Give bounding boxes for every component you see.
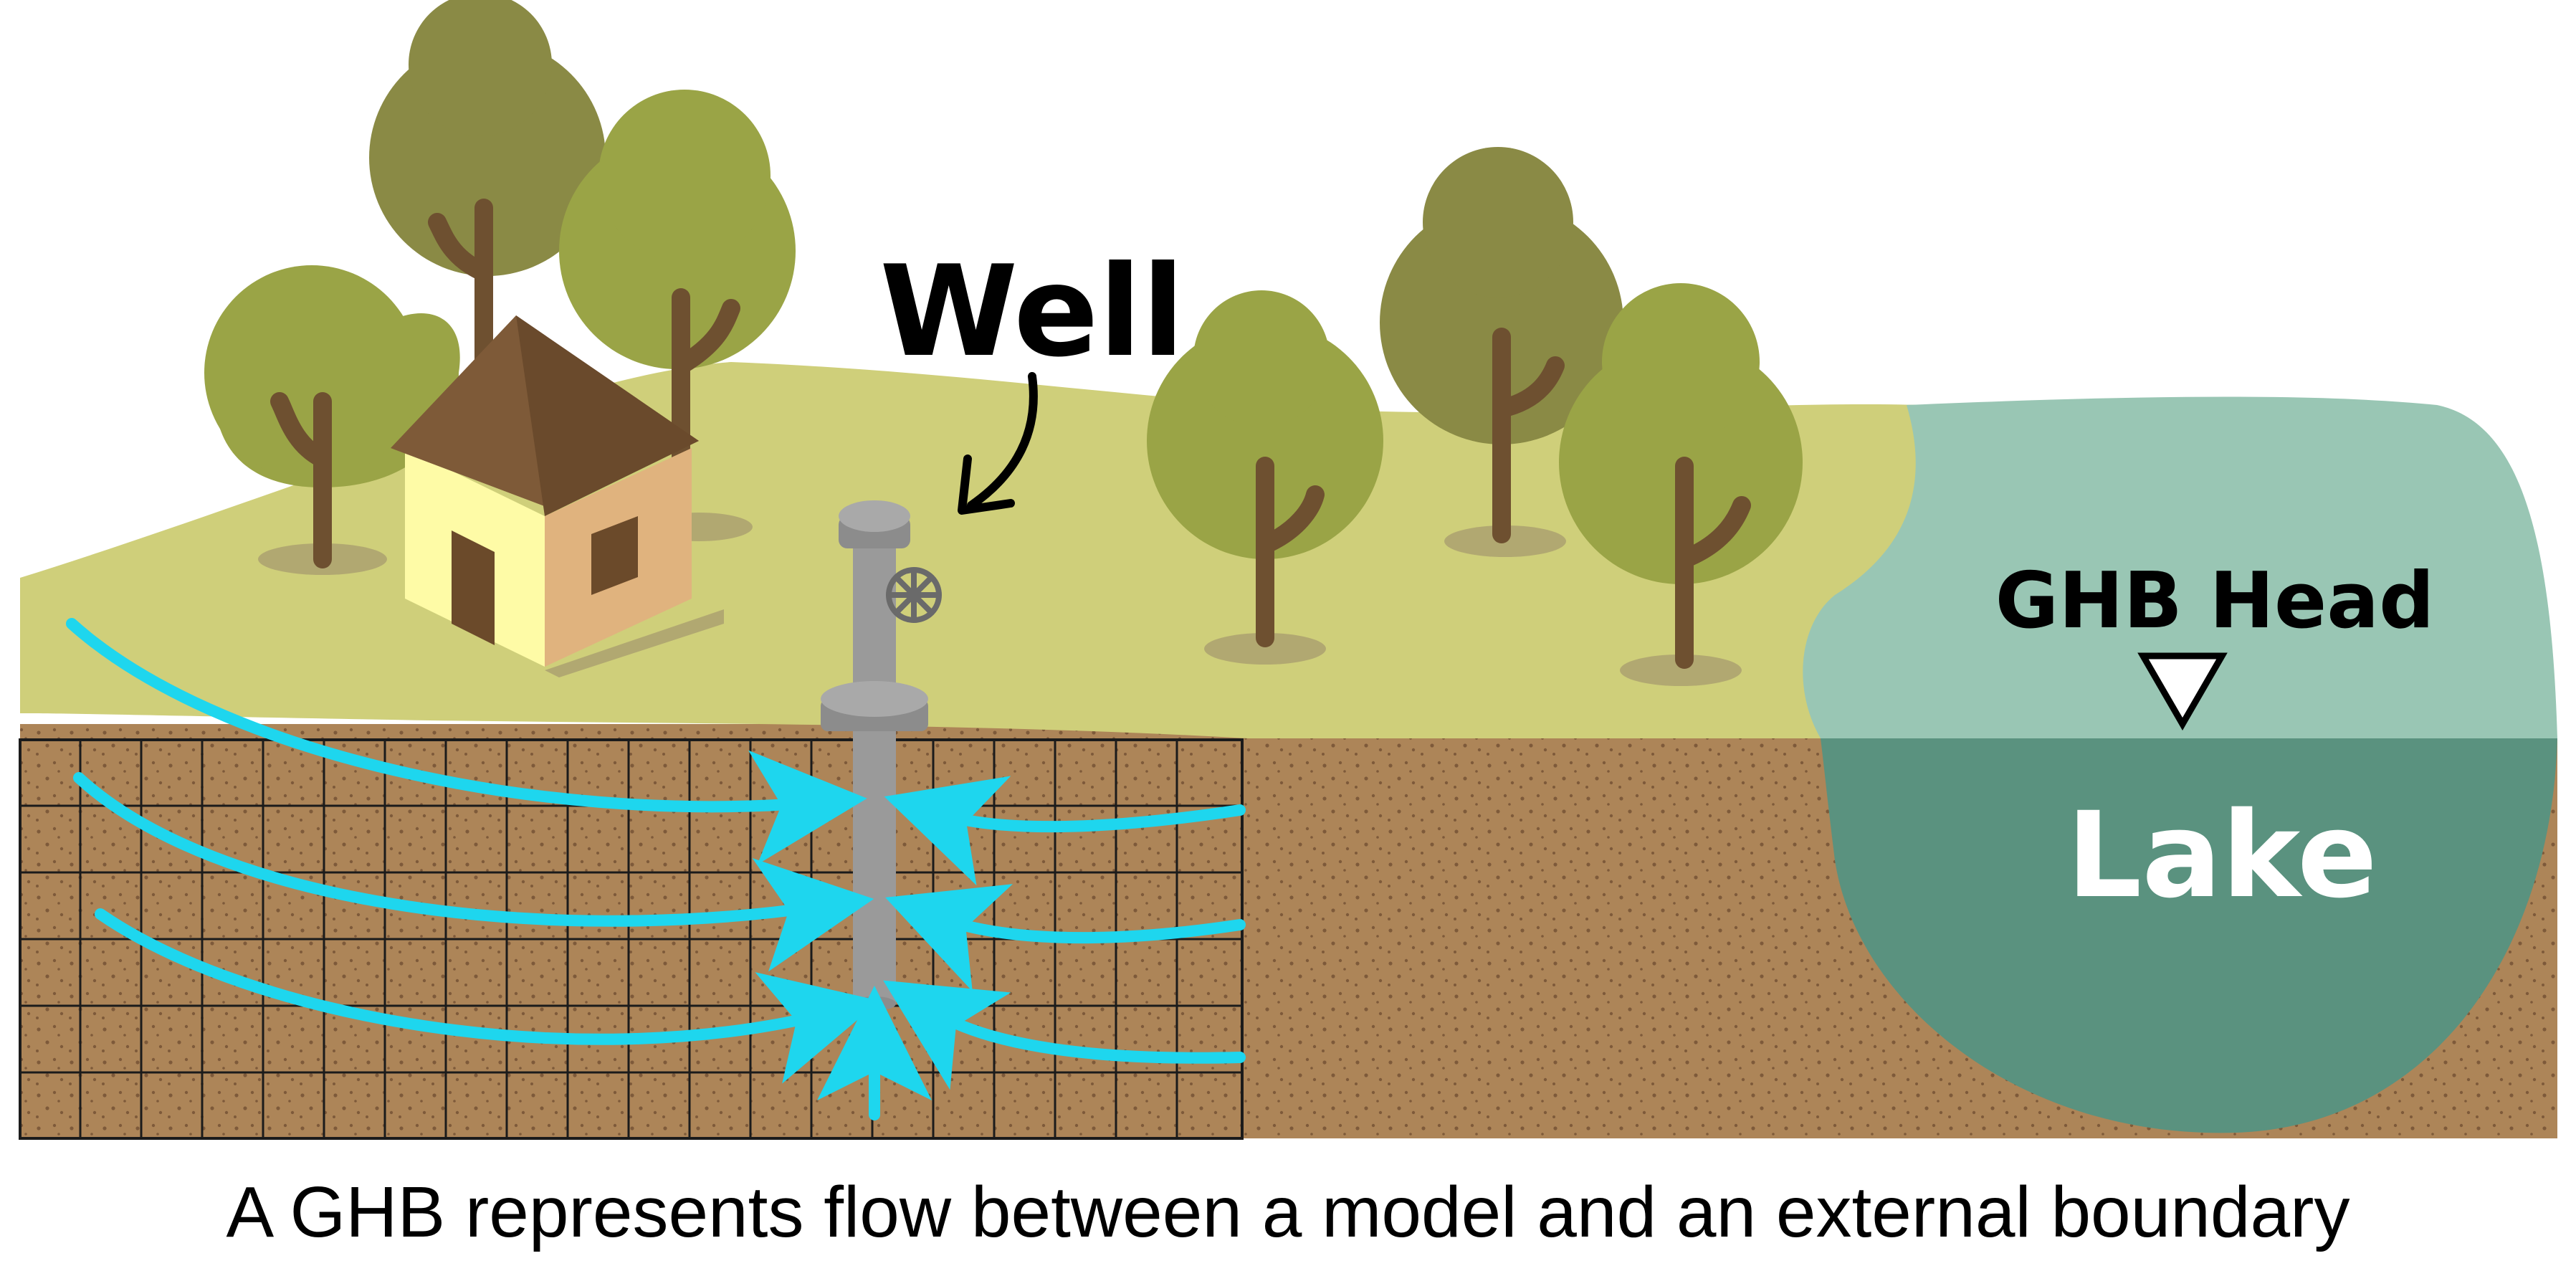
diagram-caption: A GHB represents flow between a model an…	[226, 1172, 2350, 1252]
lake-lower-water	[1821, 738, 2557, 1133]
flow-arrows	[66, 618, 1246, 1120]
lake-label: Lake	[2066, 786, 2377, 924]
flow-arrow-icon	[95, 908, 880, 1084]
tree-icon	[559, 90, 796, 541]
house-door	[452, 530, 495, 645]
tree-icon	[1380, 147, 1623, 557]
well-callout: Well	[879, 239, 1185, 515]
flow-arrow-icon	[885, 884, 1246, 991]
flow-arrow-icon	[884, 776, 1246, 886]
lake-upper-water	[1803, 396, 2557, 738]
tree-icon	[369, 0, 606, 382]
well-label: Well	[879, 239, 1184, 385]
house-window	[591, 516, 638, 595]
ghb-head-label: GHB Head	[1995, 556, 2435, 646]
tree-icon	[1559, 283, 1803, 686]
water-level-triangle-icon	[2137, 652, 2228, 730]
tree-icon	[1147, 290, 1383, 665]
house-icon	[391, 315, 724, 677]
well-pointer-arrow	[967, 372, 1038, 510]
flow-arrow-icon	[73, 772, 874, 972]
flow-arrow-icon	[66, 618, 867, 865]
lake: GHB Head Lake	[1803, 396, 2557, 1133]
valve-wheel-icon	[886, 567, 942, 623]
flow-arrow-icon	[883, 980, 1246, 1090]
